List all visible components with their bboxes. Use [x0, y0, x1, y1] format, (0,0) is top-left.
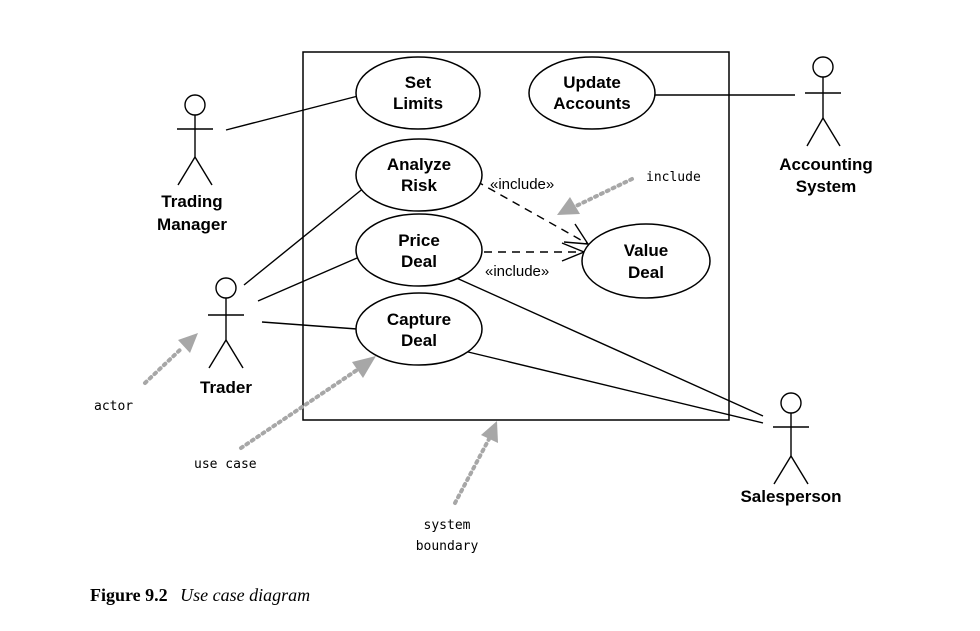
use-case-label: Risk [401, 176, 437, 195]
actor-salesperson[interactable]: Salesperson [740, 392, 842, 506]
association-trader-analyze-risk [243, 186, 366, 286]
figure-title: Use case diagram [180, 585, 311, 605]
use-case-capture-deal[interactable]: Capture Deal [355, 292, 483, 366]
use-case-label: Value [624, 241, 668, 260]
annotation-arrow-include [557, 177, 634, 215]
annotation-label-system-boundary: system [424, 518, 471, 533]
annotation-label-use-case: use case [194, 457, 257, 472]
actor-accounting-system[interactable]: Accounting System [779, 56, 873, 196]
stick-figure-icon [177, 94, 213, 186]
use-case-price-deal[interactable]: Price Deal [355, 213, 483, 287]
use-case-analyze-risk[interactable]: Analyze Risk [355, 138, 483, 212]
use-case-set-limits[interactable]: Set Limits [355, 56, 481, 130]
association-capture-deal-salesperson [463, 350, 764, 424]
annotation-label-system-boundary: boundary [416, 539, 479, 554]
annotation-label-include: include [646, 170, 701, 185]
use-case-label: Accounts [553, 94, 630, 113]
stick-figure-icon [208, 277, 244, 369]
annotation-arrow-system-boundary [453, 421, 498, 505]
include-arrow-price-value [484, 242, 586, 262]
association-trader-price-deal [257, 257, 358, 302]
use-case-label: Analyze [387, 155, 451, 174]
system-boundary [302, 51, 730, 421]
include-label: «include» [490, 176, 554, 193]
use-case-label: Deal [401, 252, 437, 271]
annotation-arrow-actor [143, 333, 198, 385]
figure-number: Figure 9.2 [90, 585, 168, 605]
actor-label: Accounting [779, 155, 873, 174]
actor-label: Manager [157, 215, 227, 234]
stick-figure-icon [773, 392, 809, 485]
use-case-update-accounts[interactable]: Update Accounts [528, 56, 656, 130]
use-case-label: Price [398, 231, 440, 250]
actor-label: System [796, 177, 856, 196]
actor-trader[interactable]: Trader [200, 277, 252, 397]
actor-label: Trading [161, 192, 222, 211]
actor-label: Trader [200, 378, 252, 397]
use-case-label: Set [405, 73, 432, 92]
association-trading-manager-set-limits [225, 95, 359, 131]
use-case-label: Limits [393, 94, 443, 113]
actor-trading-manager[interactable]: Trading Manager [157, 94, 227, 234]
use-case-label: Deal [401, 331, 437, 350]
stick-figure-icon [805, 56, 841, 147]
use-case-label: Update [563, 73, 621, 92]
annotation-label-actor: actor [94, 399, 133, 414]
annotation-arrow-use-case [239, 356, 376, 450]
use-case-value-deal[interactable]: Value Deal [581, 223, 711, 299]
use-case-label: Capture [387, 310, 451, 329]
association-price-deal-salesperson [451, 275, 764, 417]
association-trader-capture-deal [261, 321, 358, 330]
use-case-label: Deal [628, 263, 664, 282]
actor-label: Salesperson [740, 487, 841, 506]
figure-caption: Figure 9.2 Use case diagram [90, 585, 310, 606]
include-label: «include» [485, 263, 549, 280]
